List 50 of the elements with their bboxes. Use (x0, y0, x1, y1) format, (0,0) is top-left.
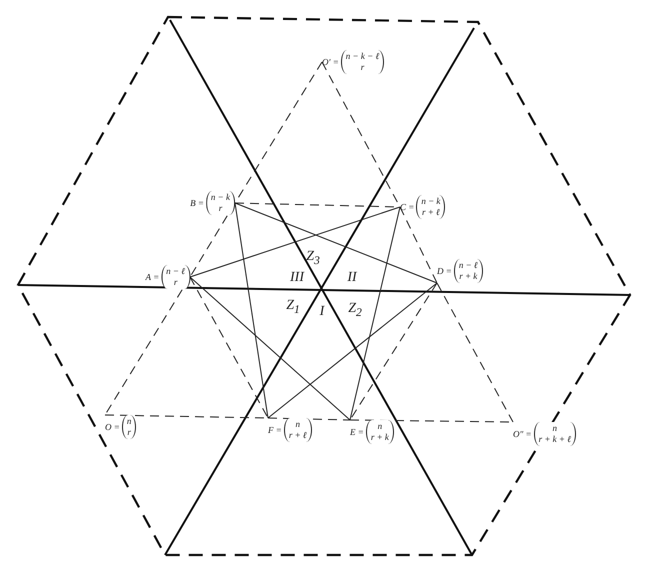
point-name: D = (437, 266, 452, 276)
region-label: I (320, 304, 324, 320)
region-label: II (347, 270, 357, 286)
binomial-upper: n − k − ℓ (346, 51, 380, 62)
line (234, 202, 438, 284)
line (190, 206, 400, 278)
point-label (105, 415, 136, 439)
binomial-upper: n (126, 416, 132, 427)
binomial-lower: r (360, 62, 364, 73)
binomial-upper: n − ℓ (166, 266, 185, 277)
point-name: B = (190, 198, 204, 208)
binomial-lower: r + ℓ (288, 430, 307, 441)
point-label (268, 418, 312, 442)
dashed-line (436, 282, 514, 422)
point-label (400, 195, 446, 219)
region-label: Z$_{1}$ (286, 298, 300, 316)
binomial-upper: n (378, 421, 382, 432)
point-name: O″ = (513, 429, 532, 439)
binomial-upper: n (295, 419, 300, 430)
binomial-lower: r (174, 277, 178, 288)
binomial-upper: n (552, 423, 558, 434)
line (190, 276, 350, 420)
point-name: O = (105, 422, 120, 432)
dashed-line (190, 276, 268, 418)
region-label: III (290, 270, 304, 286)
binomial-lower: r (127, 427, 131, 438)
binomial-lower: r + ℓ (422, 207, 440, 218)
binomial-lower: r (218, 203, 222, 214)
dashed-line (350, 282, 438, 420)
point-label (322, 50, 384, 74)
point-label (350, 420, 394, 444)
line (268, 282, 438, 418)
line (234, 202, 268, 418)
point-name: A = (146, 272, 160, 282)
point-label (437, 259, 483, 283)
point-name: F = (268, 425, 282, 435)
binomial-lower: r + k + ℓ (538, 434, 571, 445)
line (350, 206, 400, 420)
point-label (513, 422, 576, 446)
dashed-line (400, 206, 438, 284)
binomial-upper: n − k (210, 192, 230, 203)
point-name: E = (350, 427, 364, 437)
binomial-upper: n − ℓ (458, 260, 478, 271)
region-label: Z$_{2}$ (348, 301, 362, 319)
binomial-lower: r + k (459, 271, 478, 282)
binomial-upper: n − k (421, 196, 440, 207)
point-label (190, 191, 235, 215)
region-label: Z$_{3}$ (306, 249, 320, 267)
binomial-lower: r + k (370, 432, 389, 443)
point-label (146, 265, 190, 289)
